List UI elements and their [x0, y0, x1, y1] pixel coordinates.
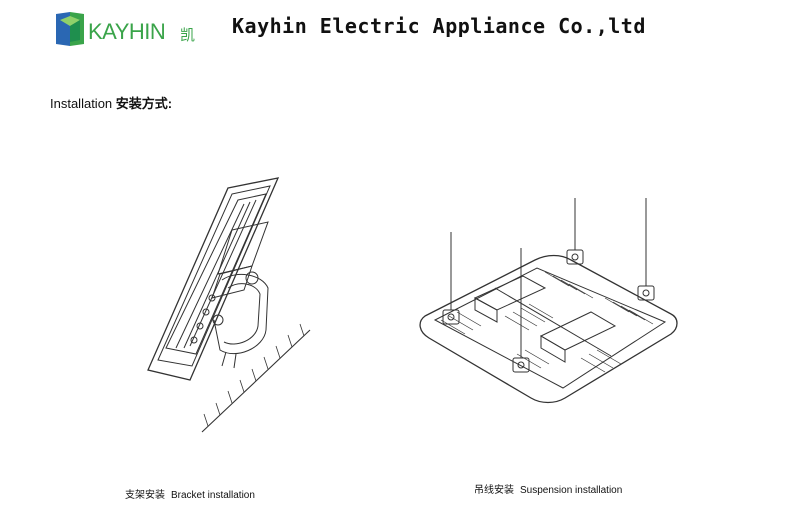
- svg-text:凯: 凯: [180, 26, 195, 44]
- section-heading-cn: 安装方式:: [115, 96, 173, 111]
- bracket-caption-en: Bracket installation: [171, 490, 255, 501]
- suspension-installation-diagram: [419, 198, 678, 404]
- document-header: KAYHIN 凯 Kayhin Electric Appliance Co.,l…: [0, 0, 800, 60]
- bracket-installation-diagram: [147, 177, 311, 433]
- suspension-caption-en: Suspension installation: [520, 485, 623, 496]
- suspension-installation-caption: 吊线安装 Suspension installation: [474, 481, 622, 496]
- svg-text:KAYHIN: KAYHIN: [88, 19, 165, 44]
- section-heading-en: Installation: [50, 96, 113, 111]
- bracket-caption-cn: 支架安装: [125, 490, 165, 501]
- kayhin-logo: KAYHIN 凯: [56, 12, 195, 46]
- company-name: Kayhin Electric Appliance Co.,ltd: [232, 14, 646, 38]
- bracket-installation-caption: 支架安装 Bracket installation: [125, 486, 255, 501]
- suspension-caption-cn: 吊线安装: [474, 485, 514, 496]
- section-heading: Installation 安装方式:: [50, 93, 172, 112]
